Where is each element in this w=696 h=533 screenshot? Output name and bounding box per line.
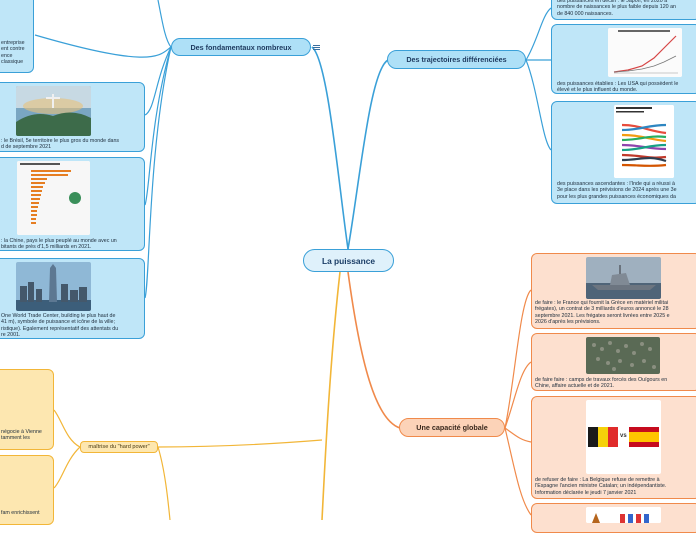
population-chart-image [17,161,90,235]
branch-fond-wtc [144,46,172,299]
topic-hard-power[interactable]: maîtrise du "hard power" [80,441,158,453]
branch-yellow-hard [157,439,323,448]
card-catalan[interactable]: vs de refuser de faire : La Belgique ref… [531,396,696,499]
topic-hard-power-label: maîtrise du "hard power" [88,444,150,450]
card-fam[interactable]: fam enrichissent [0,455,54,525]
wtc-skyline-image [16,262,91,311]
branch-traj-japon [525,7,552,61]
branch-capacite [347,271,401,429]
rio-christ-image [16,86,91,136]
economies-chart-image [614,105,674,178]
branch-fondamentaux [311,46,349,250]
branch-hard-down [157,446,171,520]
branch-yellow [321,271,341,520]
card-ouigours-text: de faire faire : camps de travaux forcés… [535,377,668,390]
card-japon-text: des puissances en déclin : le Japon, en … [557,0,676,17]
topic-fondamentaux[interactable]: Des fondamentaux nombreux [171,38,311,56]
branch-cap-bottom [504,427,532,516]
flags-image: vs [586,400,661,474]
card-ouigours[interactable]: de faire faire : camps de travaux forcés… [531,333,696,391]
versus-label: vs [620,433,627,439]
card-chine-text: : la Chine, pays le plus peuplé au monde… [1,238,117,251]
card-usa-text: des puissances établies : Les USA qui po… [557,81,679,94]
topic-trajectoires-label: Des trajectoires différenciées [406,55,507,64]
card-chine[interactable]: : la Chine, pays le plus peuplé au monde… [0,157,145,251]
topic-capacite-label: Une capacité globale [416,423,488,432]
card-entreprise-text: entreprise ent contre ence classique [1,40,25,66]
bottom-image [586,507,661,523]
branch-fond-top [157,0,172,48]
card-bresil-text: : le Brésil, 5e territoire le plus gros … [1,138,120,151]
card-fam-text: fam enrichissent [1,510,40,516]
branch-fond-chine [144,46,172,206]
card-catalan-text: de refuser de faire : La Belgique refuse… [535,477,667,496]
branch-fond-bresil [144,46,172,116]
card-usa[interactable]: des puissances établies : Les USA qui po… [551,24,696,94]
branch-hard-top [53,409,81,448]
branch-cap-fregates [504,289,532,429]
card-entreprise[interactable]: entreprise ent contre ence classique [0,0,34,73]
topic-trajectoires[interactable]: Des trajectoires différenciées [387,50,526,69]
spain-flag-icon [629,427,659,447]
card-japon[interactable]: des puissances en déclin : le Japon, en … [551,0,696,20]
topic-capacite[interactable]: Une capacité globale [399,418,505,437]
branch-trajectoires [347,59,389,250]
branch-cap-catalan [504,427,532,443]
card-bottom[interactable] [531,503,696,533]
card-vienne[interactable]: négocie à Vienne tamment les [0,369,54,450]
card-fregates-text: de faire : le France qui fournit la Grèc… [535,300,670,326]
frigate-image [586,257,661,299]
branch-cap-ouigours [504,361,532,429]
card-fregates[interactable]: de faire : le France qui fournit la Grèc… [531,253,696,329]
usa-chart-image [608,28,682,77]
card-wtc[interactable]: One World Trade Center, building le plus… [0,258,145,339]
card-vienne-text: négocie à Vienne tamment les [1,429,42,442]
belgium-flag-icon [588,427,618,447]
camp-aerial-image [586,337,660,374]
card-bresil[interactable]: : le Brésil, 5e territoire le plus gros … [0,82,145,152]
notes-icon[interactable] [313,45,320,50]
card-wtc-text: One World Trade Center, building le plus… [1,313,119,339]
card-inde[interactable]: des puissances ascendantes : l'Inde qui … [551,101,696,204]
central-topic[interactable]: La puissance [303,249,394,272]
branch-traj-inde [525,59,552,151]
branch-fond-card1 [34,34,172,58]
branch-hard-bottom [53,446,81,489]
topic-fondamentaux-label: Des fondamentaux nombreux [190,42,292,52]
central-topic-label: La puissance [321,255,376,266]
mind-map-connectors [34,0,552,520]
card-inde-text: des puissances ascendantes : l'Inde qui … [557,181,677,200]
